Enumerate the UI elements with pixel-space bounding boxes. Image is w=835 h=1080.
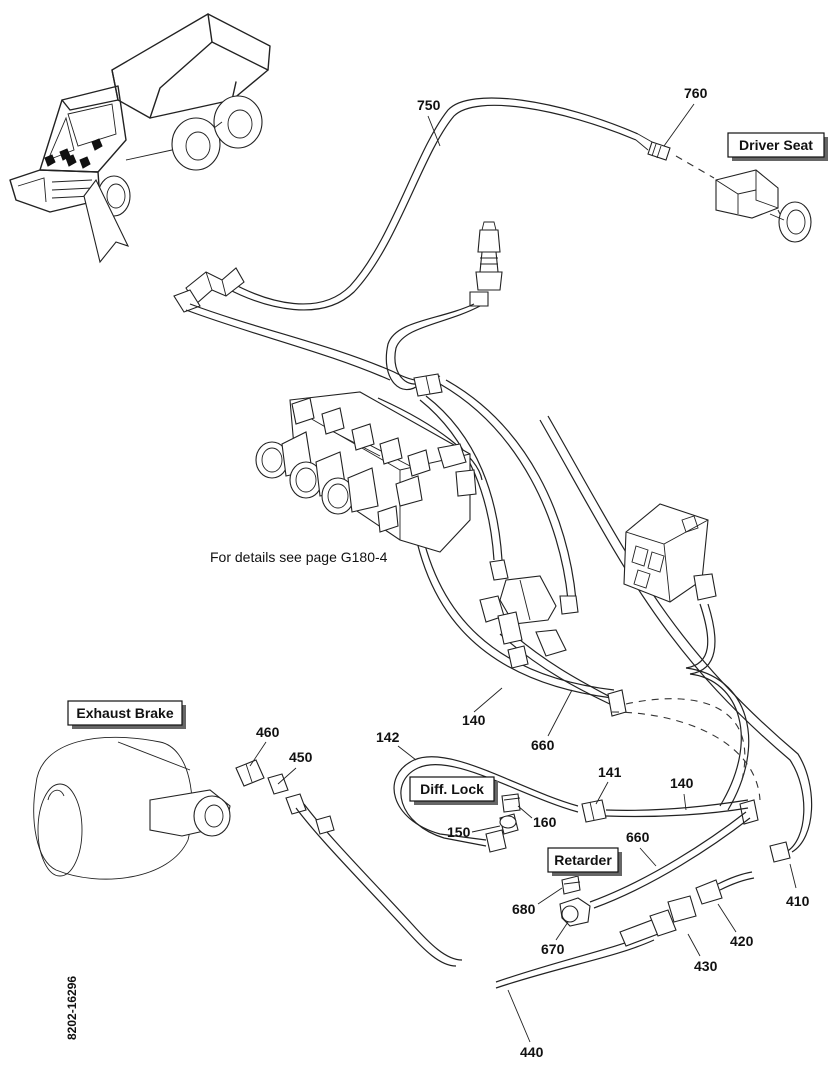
hose-750 (173, 97, 639, 313)
label-retarder: Retarder (547, 847, 622, 876)
diff-lock-assembly (393, 756, 749, 853)
label-exhaust-brake: Exhaust Brake (67, 700, 186, 729)
exhaust-brake-assembly (33, 736, 463, 967)
svg-text:Retarder: Retarder (554, 852, 612, 868)
part-number-680: 680 (512, 901, 536, 917)
upper-fitting (469, 221, 503, 307)
label-driver-seat: Driver Seat (727, 132, 828, 161)
part-number-450: 450 (289, 749, 313, 765)
part-number-140-upper: 140 (462, 712, 486, 728)
callouts: 750 760 460 450 142 141 140 140 660 660 … (249, 85, 810, 1060)
part-number-140-lower: 140 (670, 775, 694, 791)
retarder-assembly (495, 811, 791, 989)
part-number-660-lower: 660 (626, 829, 650, 845)
part-number-430: 430 (694, 958, 718, 974)
fitting-680 (561, 875, 581, 895)
fitting-141 (581, 799, 607, 823)
svg-text:Exhaust Brake: Exhaust Brake (76, 705, 173, 721)
location-marker (44, 154, 56, 167)
part-number-660-upper: 660 (531, 737, 555, 753)
part-number-410: 410 (786, 893, 810, 909)
part-number-440: 440 (520, 1044, 544, 1060)
detail-note: For details see page G180-4 (210, 549, 388, 565)
mid-valve-cluster (479, 559, 759, 825)
pointer-arrow (83, 178, 130, 264)
part-number-142: 142 (376, 729, 400, 745)
right-manifold (623, 503, 717, 603)
part-number-150: 150 (447, 824, 471, 840)
part-number-760: 760 (684, 85, 708, 101)
part-number-420: 420 (730, 933, 754, 949)
truck-thumbnail (9, 13, 271, 264)
location-marker (79, 156, 91, 169)
part-number-460: 460 (256, 724, 280, 740)
fitting-160 (501, 793, 521, 813)
svg-text:Diff. Lock: Diff. Lock (420, 781, 484, 797)
label-diff-lock: Diff. Lock (409, 776, 498, 805)
part-number-670: 670 (541, 941, 565, 957)
fitting-420 (667, 895, 697, 923)
fitting-430 (649, 909, 677, 937)
location-marker (65, 154, 77, 167)
part-number-141: 141 (598, 764, 622, 780)
svg-text:Driver Seat: Driver Seat (739, 137, 813, 153)
part-number-750: 750 (417, 97, 441, 113)
valve-block (255, 391, 477, 553)
driver-seat-assembly (635, 133, 812, 243)
location-marker (91, 138, 103, 151)
drawing-code: 8202-16296 (65, 976, 79, 1040)
part-number-160: 160 (533, 814, 557, 830)
